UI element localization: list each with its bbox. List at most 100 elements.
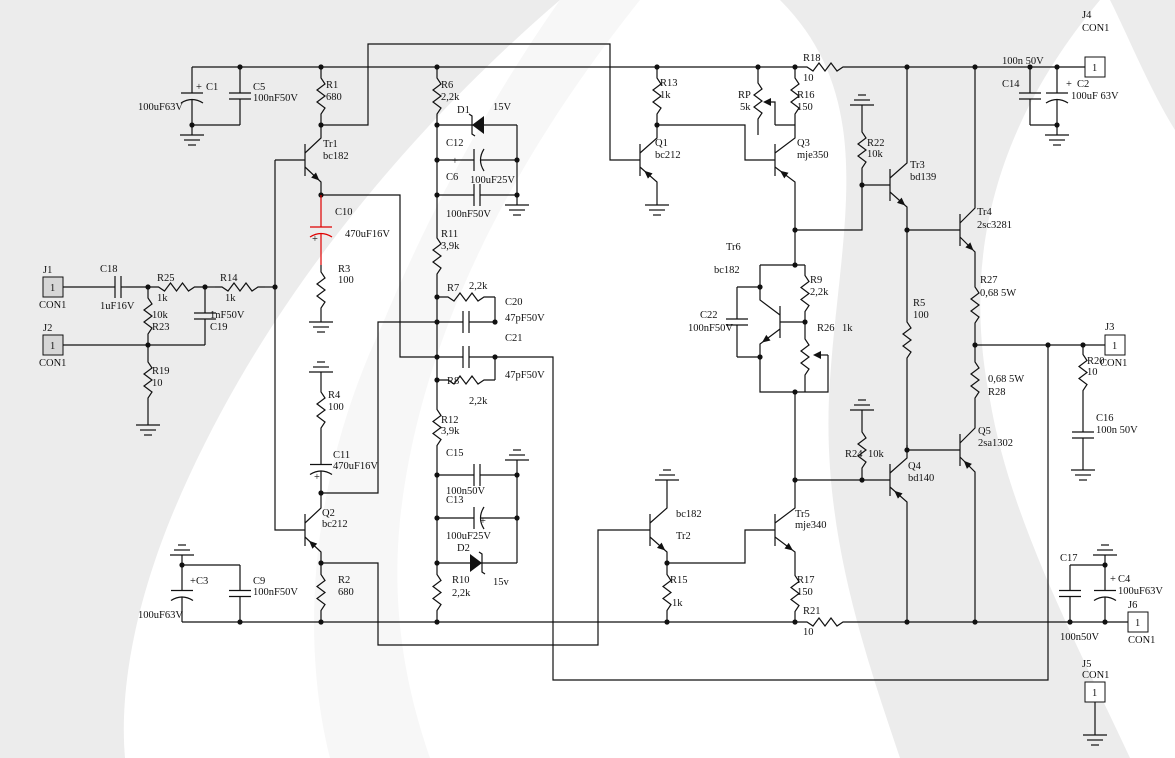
resistor-R23 bbox=[143, 287, 153, 345]
label-components-C13-value: 100uF25V bbox=[446, 531, 491, 542]
transistor-Tr6 bbox=[759, 287, 781, 357]
label-components-C16-value: 100n 50V bbox=[1096, 425, 1138, 436]
label-components-R23-ref: R23 bbox=[152, 322, 170, 333]
label-components-R17-ref: R17 bbox=[797, 575, 815, 586]
capacitor-C13 bbox=[437, 506, 517, 530]
wire bbox=[321, 529, 650, 646]
junction-dot bbox=[664, 619, 670, 625]
label-components-R19-value: 10 bbox=[152, 378, 163, 389]
transistor-emitter bbox=[889, 486, 908, 515]
label-components-R10-ref: R10 bbox=[452, 575, 470, 586]
label-components-Tr2-value: bc182 bbox=[676, 509, 702, 520]
label-components-C18-value: 1uF16V bbox=[100, 301, 135, 312]
capacitor-C10 bbox=[309, 195, 333, 265]
transistor-emitter bbox=[889, 191, 908, 220]
connector-box bbox=[1104, 334, 1126, 356]
resistor-R21 bbox=[795, 617, 855, 627]
resistor-body bbox=[316, 265, 326, 315]
label-components-C11-value: 470uF16V bbox=[333, 461, 378, 472]
label-components-C6-value: 100nF50V bbox=[446, 209, 491, 220]
label-components-Tr5-value: mje340 bbox=[795, 520, 827, 531]
label-components-R15-value: 1k bbox=[672, 598, 683, 609]
capacitor-C9 bbox=[229, 565, 251, 622]
label-components-C4-ref: C4 bbox=[1118, 574, 1131, 585]
label-components-D2-value: 15v bbox=[493, 577, 510, 588]
resistor-R2 bbox=[316, 563, 326, 622]
resistor-R22 bbox=[857, 115, 867, 185]
wire bbox=[321, 321, 437, 494]
label-components-R6-ref: R6 bbox=[441, 80, 453, 91]
polarity-mark: + bbox=[1066, 79, 1072, 90]
label-components-R7-ref: R7 bbox=[447, 283, 459, 294]
label-components-R25-ref: R25 bbox=[157, 273, 175, 284]
label-components-R27-ref: R27 bbox=[980, 275, 998, 286]
resistor-R11 bbox=[432, 215, 442, 297]
wire bbox=[805, 355, 829, 393]
capacitor-plate-curved bbox=[309, 232, 333, 238]
transistor-collector bbox=[774, 495, 796, 524]
polarity-mark: + bbox=[312, 234, 318, 245]
transistor-arrow bbox=[656, 542, 666, 551]
resistor-body bbox=[148, 282, 205, 292]
ground-icon bbox=[1083, 734, 1107, 746]
label-components-R21-ref: R21 bbox=[803, 606, 821, 617]
zener-diode-D2 bbox=[437, 551, 517, 575]
label-components-C21-value: 47pF50V bbox=[505, 370, 545, 381]
label-components-C19-value: 1nF50V bbox=[210, 310, 245, 321]
transistor-emitter bbox=[304, 536, 322, 565]
label-components-Q4-value: bd140 bbox=[908, 473, 934, 484]
junction-dot bbox=[514, 157, 520, 163]
resistor-body bbox=[800, 265, 810, 322]
resistor-body bbox=[215, 282, 265, 292]
label-components-C18-ref: C18 bbox=[100, 264, 118, 275]
label-components-Q3-value: mje350 bbox=[797, 150, 829, 161]
label-components-R7-value: 2,2k bbox=[469, 281, 488, 292]
label-components-R4-ref: R4 bbox=[328, 390, 341, 401]
label-components-Q5-value: 2sa1302 bbox=[978, 438, 1013, 449]
capacitor-C12 bbox=[437, 148, 517, 172]
transistor-collector bbox=[304, 495, 322, 524]
label-components-R11-ref: R11 bbox=[441, 229, 458, 240]
ground-icon bbox=[1045, 134, 1069, 146]
capacitor-plate-curved bbox=[1093, 596, 1117, 602]
polarity-mark: + bbox=[190, 576, 196, 587]
polarity-mark: + bbox=[452, 156, 458, 167]
label-components-Q1-ref: Q1 bbox=[655, 138, 668, 149]
label-components-Tr6-value: bc182 bbox=[714, 265, 740, 276]
transistor-arrow bbox=[784, 542, 793, 551]
ground-icon bbox=[645, 204, 669, 216]
label-components-J1-value: CON1 bbox=[39, 300, 66, 311]
label-components-R25-value: 1k bbox=[157, 293, 168, 304]
resistor-R18 bbox=[795, 62, 855, 72]
label-components-R20-value: 10 bbox=[1087, 367, 1098, 378]
polarity-mark: + bbox=[196, 82, 202, 93]
transistor-collector bbox=[959, 195, 976, 224]
label-components-C13-ref: C13 bbox=[446, 495, 464, 506]
junction-dot bbox=[904, 619, 910, 625]
label-components-C9-value: 100nF50V bbox=[253, 587, 298, 598]
resistor-body bbox=[800, 322, 810, 392]
connector-pin-label: 1 bbox=[1135, 618, 1140, 629]
label-components-R2-value: 680 bbox=[338, 587, 354, 598]
label-components-C2-ref: C2 bbox=[1077, 79, 1089, 90]
label-components-R20-ref: R20 bbox=[1087, 356, 1105, 367]
label-components-R23-value: 10k bbox=[152, 310, 169, 321]
resistor-R17 bbox=[790, 565, 800, 622]
resistor-body bbox=[316, 380, 326, 440]
capacitor-C11 bbox=[309, 440, 333, 495]
connector-pin-label: 1 bbox=[1092, 63, 1097, 74]
label-components-R26-value: 1k bbox=[842, 323, 853, 334]
connector-J5: 1 bbox=[1084, 681, 1106, 703]
resistor-R15 bbox=[662, 563, 672, 622]
label-components-Q2-value: bc212 bbox=[322, 519, 348, 530]
label-components-R1-value: 680 bbox=[326, 92, 342, 103]
label-components-R26-ref: R26 bbox=[817, 323, 835, 334]
label-components-R18-value: 10 bbox=[803, 73, 814, 84]
resistor-body bbox=[662, 563, 672, 622]
ground-icon bbox=[505, 449, 529, 461]
potentiometer-wiper-arrow bbox=[813, 351, 821, 359]
label-components-Q3-ref: Q3 bbox=[797, 138, 810, 149]
connector-J2: 1 bbox=[42, 334, 64, 356]
junction-dot bbox=[514, 192, 520, 198]
resistor-body bbox=[143, 345, 153, 415]
